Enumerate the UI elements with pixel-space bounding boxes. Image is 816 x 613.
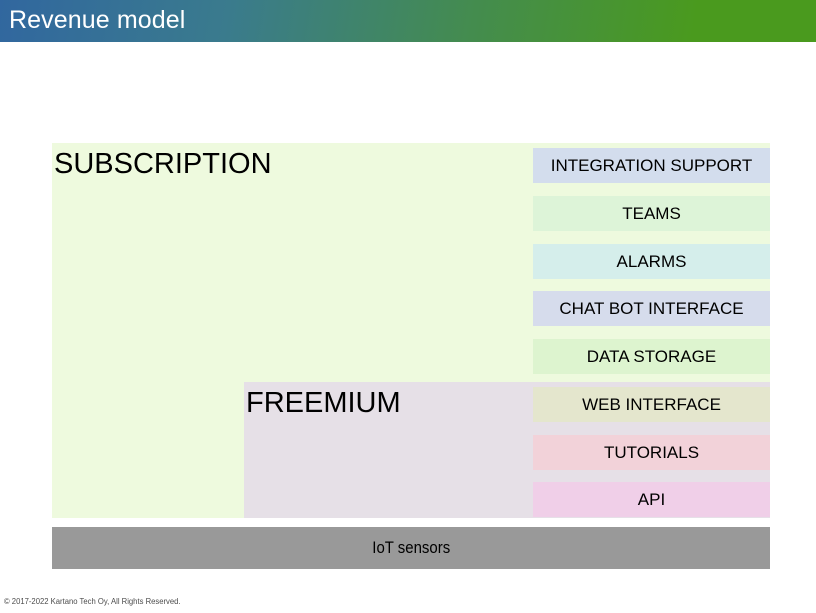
feature-box-web-interface[interactable]: WEB INTERFACE	[533, 387, 770, 422]
feature-box-tutorials[interactable]: TUTORIALS	[533, 435, 770, 470]
feature-box-teams[interactable]: TEAMS	[533, 196, 770, 231]
foundation-bar-iot-sensors[interactable]: IoT sensors	[52, 527, 770, 569]
tier-label-subscription: SUBSCRIPTION	[54, 148, 272, 180]
feature-box-data-storage[interactable]: DATA STORAGE	[533, 339, 770, 374]
slide-header-bar: Revenue model	[0, 0, 816, 42]
feature-box-integration-support[interactable]: INTEGRATION SUPPORT	[533, 148, 770, 183]
feature-box-alarms[interactable]: ALARMS	[533, 244, 770, 279]
foundation-label: IoT sensors	[372, 538, 450, 557]
page-title: Revenue model	[9, 6, 186, 34]
footer-copyright: © 2017-2022 Kartano Tech Oy, All Rights …	[4, 597, 181, 606]
feature-box-api[interactable]: API	[533, 482, 770, 517]
feature-box-chat-bot-interface[interactable]: CHAT BOT INTERFACE	[533, 291, 770, 326]
tier-label-freemium: FREEMIUM	[246, 387, 401, 419]
